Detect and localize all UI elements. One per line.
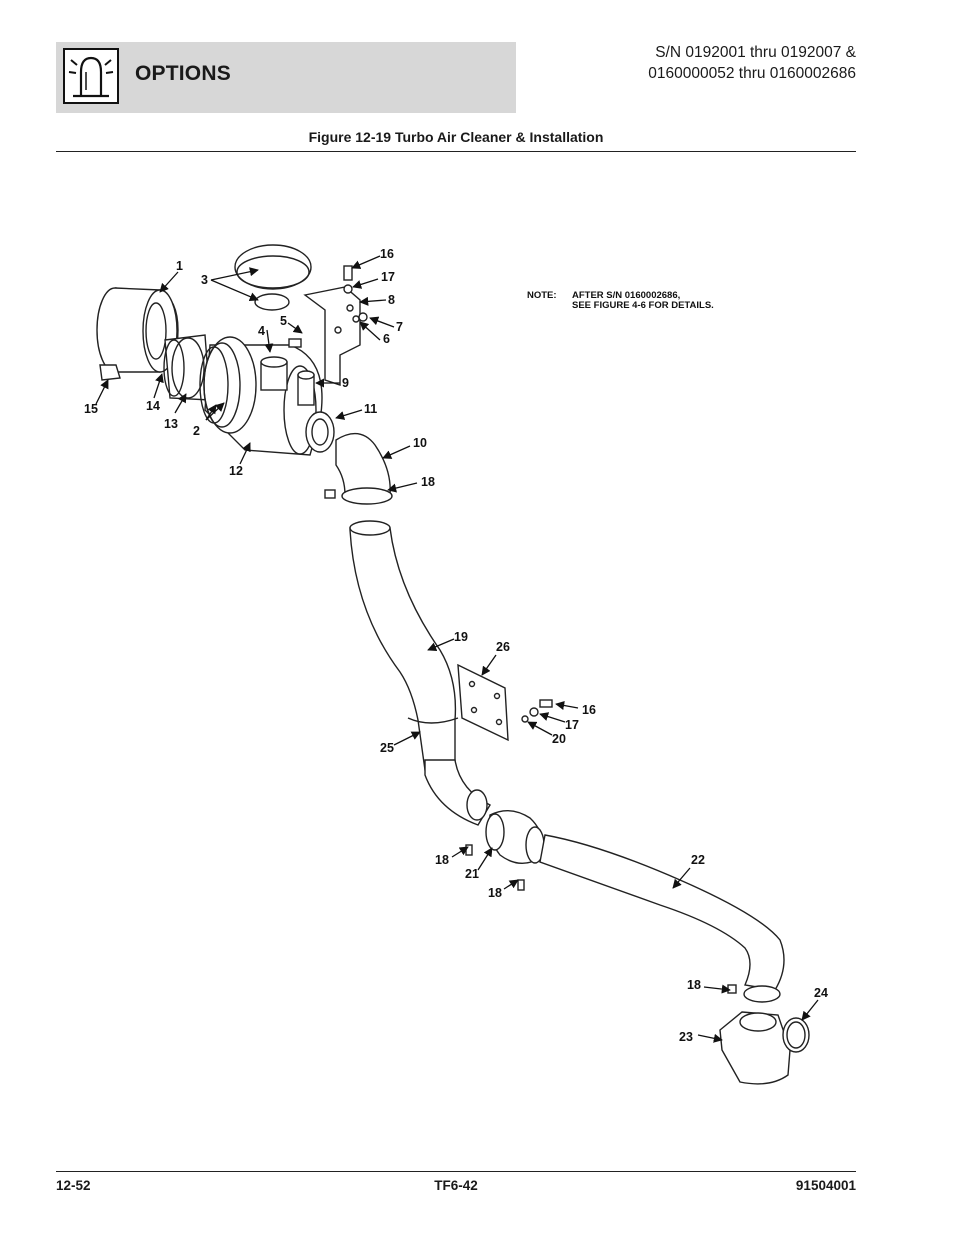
callout-22: 22 <box>691 853 705 867</box>
document-number: 91504001 <box>795 1178 856 1193</box>
callout-26: 26 <box>496 640 510 654</box>
callout-9: 9 <box>342 376 349 390</box>
callout-12: 12 <box>229 464 243 478</box>
callout-13: 13 <box>164 417 178 431</box>
callout-labels: 1 2 3 4 5 6 7 8 9 10 11 12 13 14 15 16 1… <box>84 247 828 1044</box>
callout-2: 2 <box>193 424 200 438</box>
page-number: 12-52 <box>56 1178 91 1193</box>
callout-18a: 18 <box>421 475 435 489</box>
callout-20: 20 <box>552 732 566 746</box>
mount-plate-part <box>457 663 509 742</box>
serial-range: S/N 0192001 thru 0192007 & 0160000052 th… <box>648 42 856 84</box>
section-title: OPTIONS <box>135 62 231 85</box>
callout-14: 14 <box>146 399 160 413</box>
callout-1: 1 <box>176 259 183 273</box>
callout-5: 5 <box>280 314 287 328</box>
note-label: NOTE: <box>527 290 557 301</box>
callout-4: 4 <box>258 324 265 338</box>
callout-10: 10 <box>413 436 427 450</box>
callout-16b: 16 <box>582 703 596 717</box>
callout-18c: 18 <box>488 886 502 900</box>
callout-16a: 16 <box>380 247 394 261</box>
turbo-adapter-part <box>719 1011 791 1085</box>
outlet-tube-part <box>539 834 785 991</box>
header-band <box>56 42 516 113</box>
rain-cap-part <box>96 287 179 381</box>
restriction-indicator-part <box>297 370 315 406</box>
callout-6: 6 <box>383 332 390 346</box>
callout-8: 8 <box>388 293 395 307</box>
callout-7: 7 <box>396 320 403 334</box>
callout-23: 23 <box>679 1030 693 1044</box>
callout-3: 3 <box>201 273 208 287</box>
callout-17b: 17 <box>565 718 579 732</box>
callout-17a: 17 <box>381 270 395 284</box>
note-line-1: AFTER S/N 0160002686, <box>572 290 680 301</box>
callout-19: 19 <box>454 630 468 644</box>
serial-line-2: 0160000052 thru 0160002686 <box>648 65 856 82</box>
figure-note: NOTE: AFTER S/N 0160002686, SEE FIGURE 4… <box>527 290 714 311</box>
elbow-part <box>335 432 391 496</box>
footer-divider <box>56 1171 856 1172</box>
callout-11: 11 <box>364 402 377 416</box>
callout-18d: 18 <box>687 978 701 992</box>
callout-18b: 18 <box>435 853 449 867</box>
header-divider <box>56 151 856 152</box>
bolt-part <box>343 265 353 281</box>
model-number: TF6-42 <box>434 1178 478 1193</box>
callout-25: 25 <box>380 741 394 755</box>
precleaner-part <box>163 334 211 401</box>
note-line-2: SEE FIGURE 4-6 FOR DETAILS. <box>572 300 714 311</box>
cover-part <box>234 244 312 311</box>
intake-tube-part <box>349 527 457 771</box>
callout-21: 21 <box>465 867 479 881</box>
callout-24: 24 <box>814 986 828 1000</box>
figure-title: Figure 12-19 Turbo Air Cleaner & Install… <box>308 129 604 145</box>
callout-15: 15 <box>84 402 98 416</box>
serial-line-1: S/N 0192001 thru 0192007 & <box>655 44 856 61</box>
options-beacon-icon <box>63 48 119 104</box>
